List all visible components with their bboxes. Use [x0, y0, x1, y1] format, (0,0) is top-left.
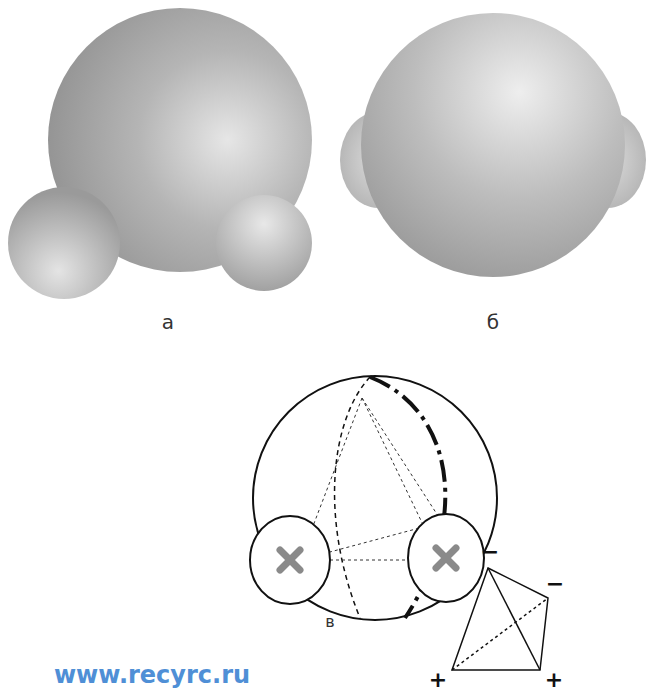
hydrogen-outline: [408, 514, 484, 602]
watermark: www.recyrc.ru: [54, 663, 250, 687]
figure-letter: б: [487, 312, 499, 332]
hydrogen-outline: [250, 516, 330, 604]
charge-sign: +: [429, 669, 447, 691]
model-b: [340, 13, 646, 277]
cross-mark: [280, 548, 456, 570]
meridian-line: [335, 377, 370, 618]
tetrahedron: [452, 568, 548, 670]
oxygen-sphere: [361, 13, 625, 277]
charge-sign: −: [546, 573, 564, 595]
model-a: [8, 8, 312, 299]
figure-letter: в: [325, 614, 334, 630]
model-c: [250, 376, 548, 670]
hydrogen-sphere: [216, 195, 312, 291]
hydrogen-sphere: [8, 187, 120, 299]
charge-sign: +: [545, 669, 563, 691]
figure-letter: а: [162, 312, 174, 332]
charge-sign: −: [481, 541, 499, 563]
